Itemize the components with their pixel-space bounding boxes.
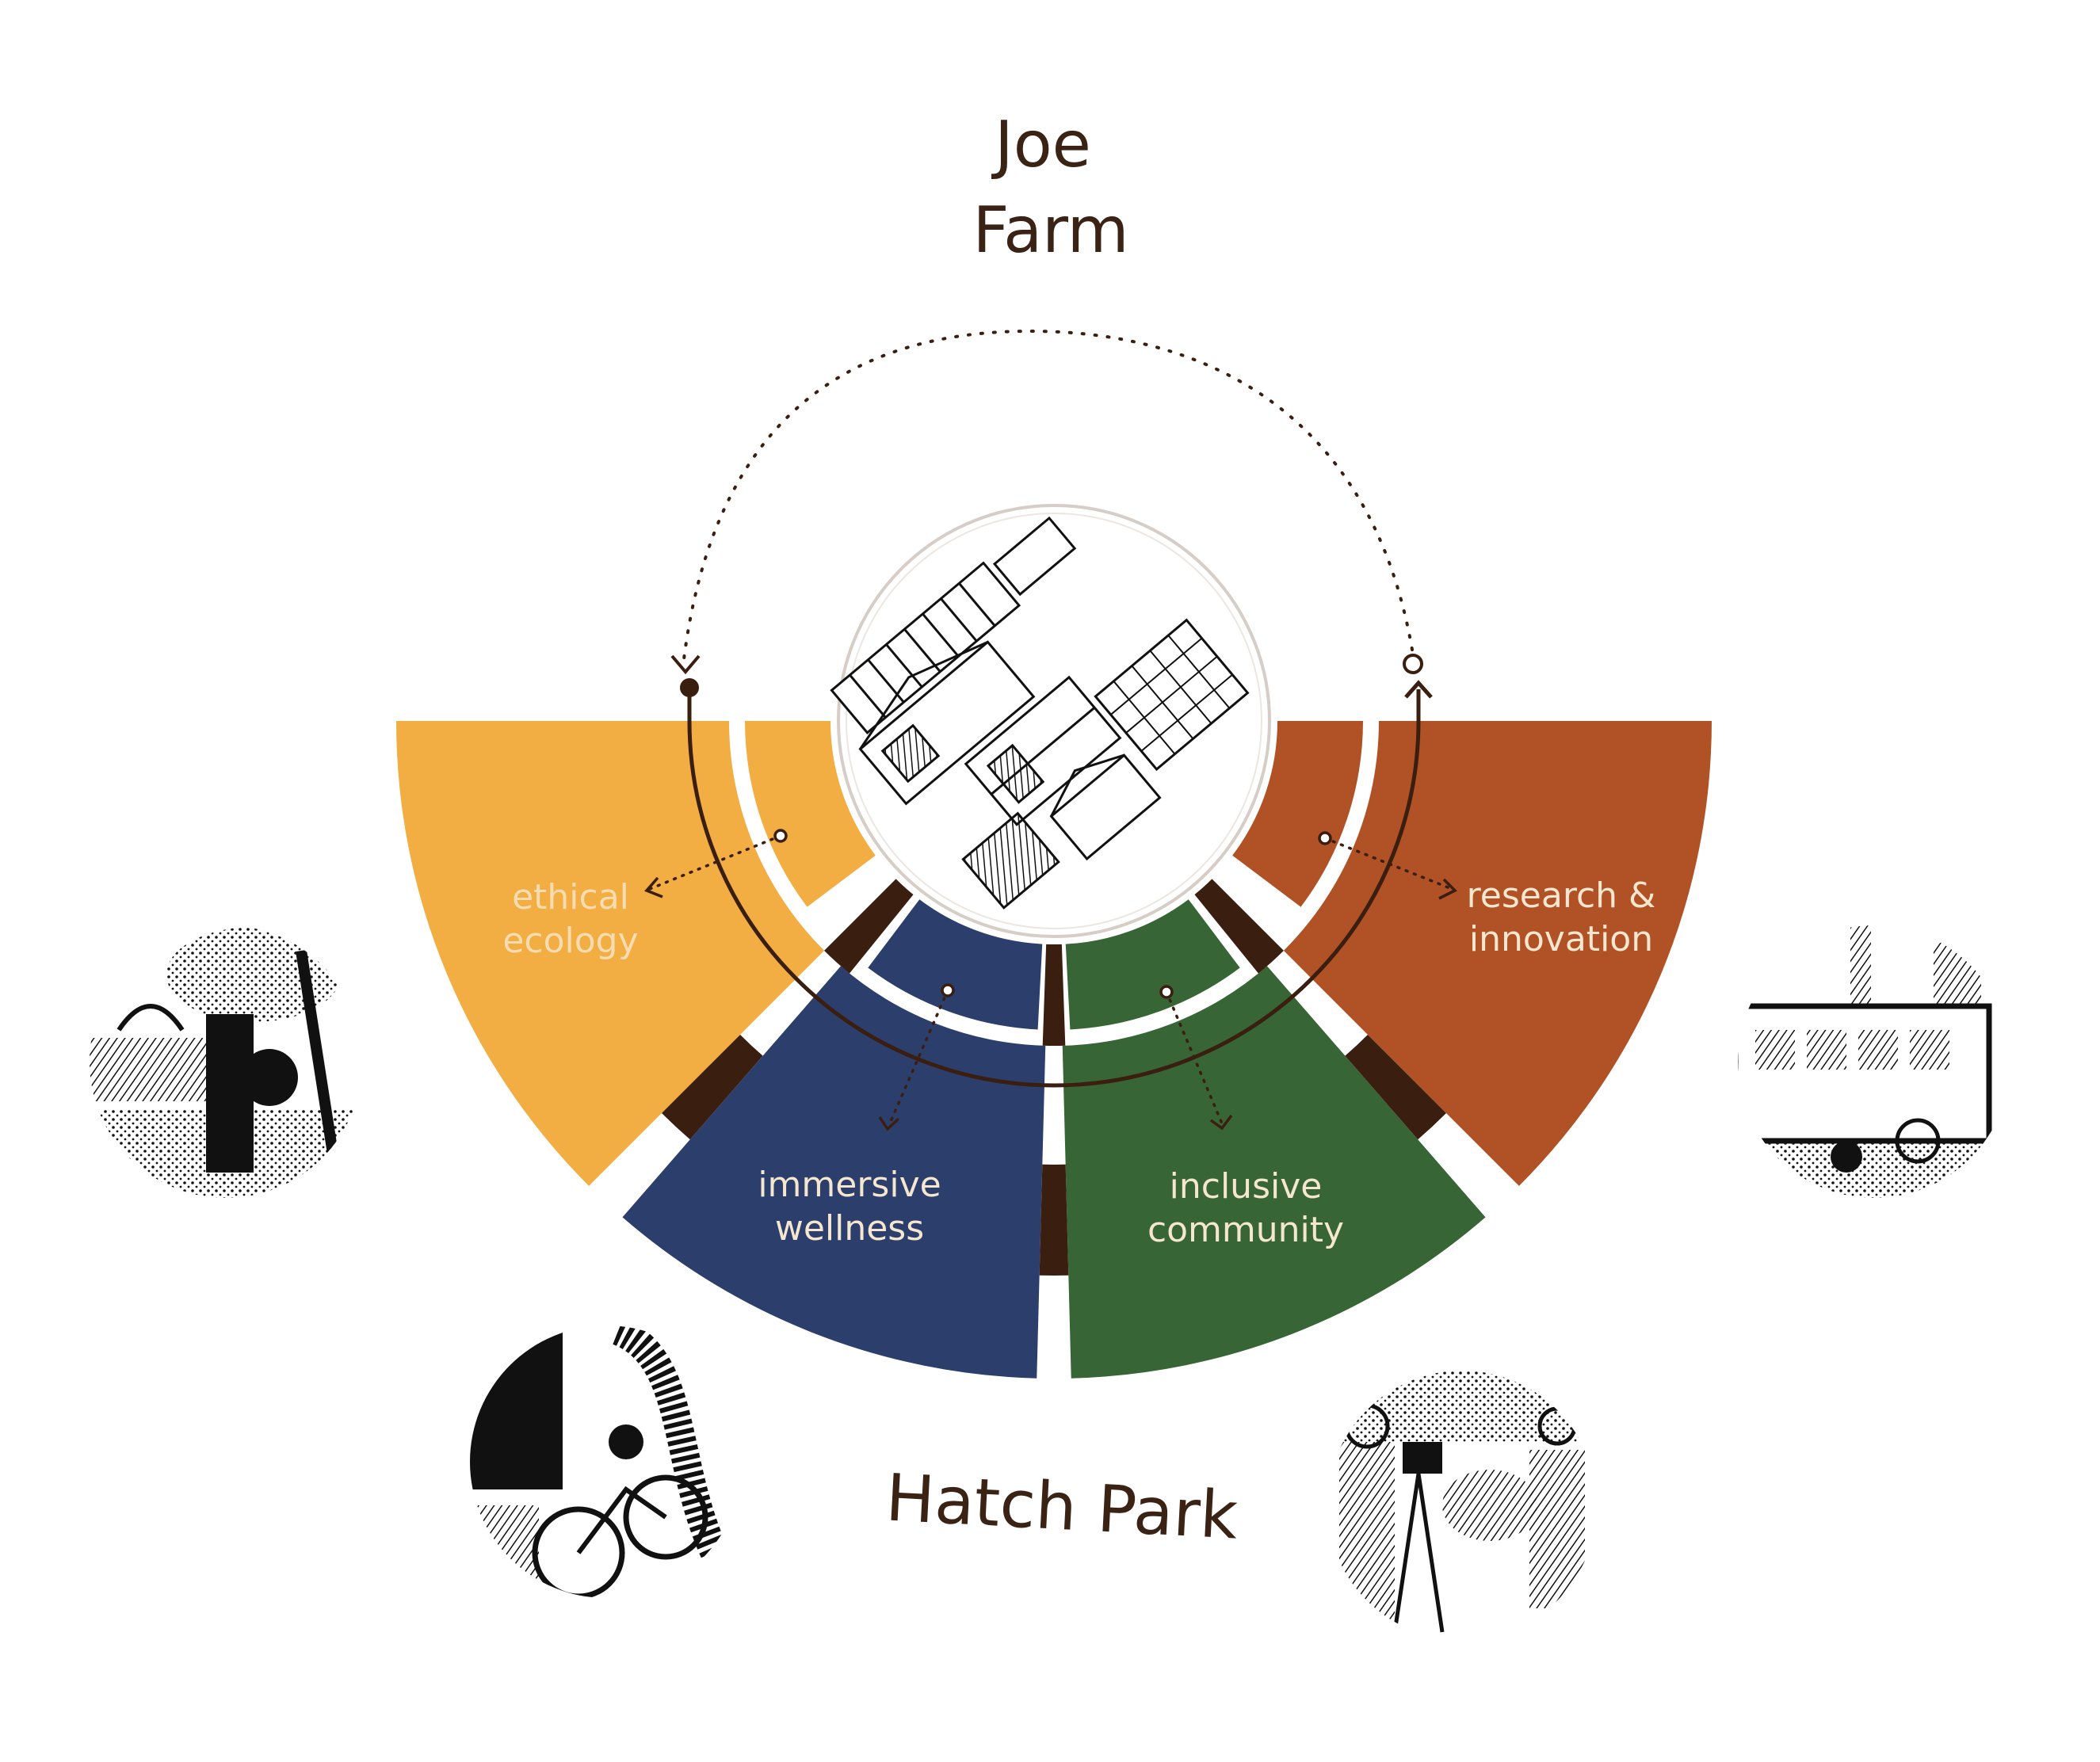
connector-wellness-community-outer	[1039, 1164, 1069, 1276]
connector-blocks	[662, 879, 1446, 1276]
community-label-line-1: inclusive	[1170, 1166, 1323, 1207]
connector-community-research-inner	[1194, 879, 1284, 974]
bottom-label: Hatch Park	[884, 1460, 1239, 1554]
segment-ethical-ecology-inner	[745, 721, 876, 907]
segment-research-innovation-inner	[1232, 721, 1363, 907]
ecology-scene-illustration	[90, 925, 362, 1198]
research-scene-illustration	[1738, 925, 2010, 1198]
segment-inclusive-community-outer	[1062, 966, 1486, 1379]
label-ethical-ecology: ethical ecology	[502, 877, 638, 961]
segment-inclusive-community-inner	[1065, 899, 1240, 1030]
cycle-end-circle	[1403, 654, 1423, 674]
title-line-1: Joe	[991, 108, 1091, 181]
outer-segments	[396, 721, 1712, 1379]
leader-ends	[773, 829, 1332, 999]
community-scene-illustration	[1327, 1371, 1597, 1640]
arc-end-arrowhead	[1404, 680, 1433, 699]
community-label-line-2: community	[1147, 1210, 1344, 1250]
ethical-label-line-1: ethical	[512, 877, 629, 917]
ethical-label-line-2: ecology	[502, 921, 638, 961]
cycle-solid-arc	[687, 689, 1421, 1088]
wellness-label-line-2: wellness	[775, 1208, 924, 1249]
leader-arrowheads	[644, 876, 1457, 1131]
segment-research-innovation-outer	[1283, 721, 1712, 1186]
wellness-scene-illustration	[470, 1325, 743, 1598]
center-illustration	[830, 504, 1271, 938]
segment-ethical-ecology-outer	[396, 721, 825, 1186]
segment-immersive-wellness-inner	[868, 899, 1043, 1030]
connector-ethical-wellness-inner	[824, 879, 914, 974]
arc-start-dot	[680, 678, 699, 697]
research-label-line-1: research &	[1467, 875, 1656, 916]
leader-lines	[648, 834, 1453, 1127]
connector-wellness-community-inner	[1042, 944, 1066, 1047]
segment-immersive-wellness-outer	[622, 966, 1046, 1379]
label-inclusive-community: inclusive community	[1147, 1166, 1344, 1250]
wellness-label-line-1: immersive	[758, 1165, 941, 1205]
label-immersive-wellness: immersive wellness	[758, 1165, 941, 1249]
cycle-dotted-arc	[682, 329, 1414, 667]
title-line-2: Farm	[972, 193, 1128, 267]
research-label-line-2: innovation	[1469, 919, 1653, 959]
inner-segments	[745, 721, 1363, 1030]
connector-community-research-outer	[1345, 1034, 1446, 1140]
label-research-innovation: research & innovation	[1467, 875, 1656, 959]
cycle-arrowhead	[670, 654, 701, 675]
connector-ethical-wellness-outer	[662, 1034, 763, 1140]
